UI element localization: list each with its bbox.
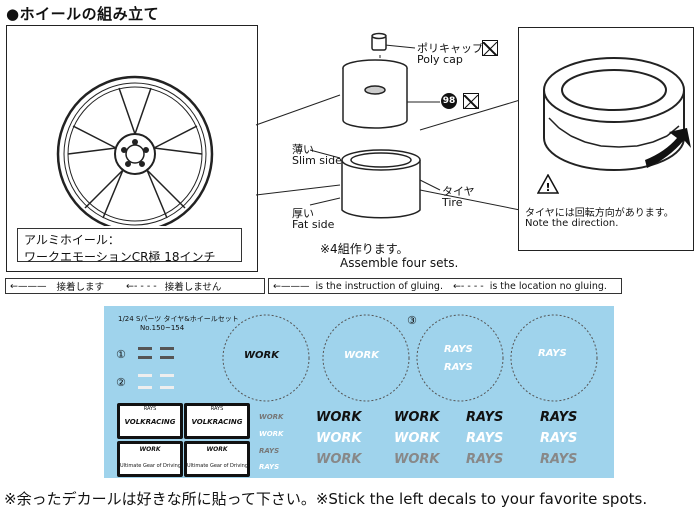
legend-noglue-jp: 接着しません (164, 282, 222, 293)
connector-lines (255, 44, 521, 211)
legend-jp: ←——— 接着します ←- - - - 接着しません (5, 278, 265, 294)
big-work-6: WORK (394, 452, 440, 467)
wheel-caption-line2: ワークエモーションCR極 18インチ (24, 250, 216, 264)
fat-side-label-jp: 厚い (292, 207, 314, 220)
small-decals (138, 347, 174, 389)
legend-glue-jp: 接着します (56, 282, 104, 293)
slim-side-label-en: Slim side (292, 154, 342, 167)
legend-noglue-en: is the location no gluing. (489, 280, 607, 292)
footer-note: ※余ったデカールは好きな所に貼って下さい。※Stick the left dec… (4, 490, 648, 508)
big-rays-6: RAYS (540, 452, 578, 467)
warning-icon: ! (537, 174, 559, 194)
svg-text:!: ! (545, 181, 550, 194)
small-rays-2: RAYS (259, 463, 280, 471)
big-rays-5: RAYS (466, 452, 504, 467)
slim-side-label-jp: 薄い (292, 143, 314, 156)
circle-1-work: WORK (244, 350, 279, 361)
decal-marker-1: ① (116, 348, 126, 361)
part-number: 98 (442, 96, 456, 106)
small-work-2: WORK (259, 430, 284, 438)
noglue-arrow-icon-en: ←- - - - (452, 280, 484, 292)
decal-frame-4: WORK Ultimate Gear of Driving (184, 441, 250, 477)
legend-glue-en: is the instruction of gluing. (315, 280, 443, 292)
circle-2-work: WORK (344, 350, 379, 361)
part-number-badge: 98 (441, 93, 457, 109)
wheel-illustration (56, 75, 214, 226)
small-rays-1: RAYS (259, 447, 280, 455)
tire-label-jp: タイヤ (442, 185, 475, 198)
big-work-4: WORK (394, 431, 440, 446)
small-work-1: WORK (259, 413, 284, 421)
decal-marker-2: ② (116, 376, 126, 389)
big-work-3: WORK (316, 431, 362, 446)
glue-arrow-icon-en: ←——— (273, 280, 310, 292)
frame2-mid-text: VOLKRACING (191, 418, 243, 426)
big-rays-3: RAYS (466, 431, 504, 446)
assembly-illustration (341, 32, 421, 219)
no-glue-icon-1 (482, 40, 498, 57)
decal-frame-3: WORK Ultimate Gear of Driving (117, 441, 183, 477)
direction-note-en: Note the direction. (525, 218, 619, 229)
big-work-1: WORK (316, 410, 362, 425)
tire-label-en: Tire (442, 196, 463, 209)
assemble-note-jp: ※4組作ります。 (320, 242, 409, 256)
big-rays-2: RAYS (540, 410, 578, 425)
assemble-note-en: Assemble four sets. (340, 256, 459, 270)
frame2-top-text: RAYS (210, 406, 224, 412)
fat-side-label-en: Fat side (292, 218, 335, 231)
wheel-panel: アルミホイール： ワークエモーションCR極 18インチ (6, 25, 258, 272)
poly-cap-label-jp: ポリキャップ (417, 42, 483, 55)
frame3-mid-text: WORK (139, 446, 161, 453)
frame1-mid-text: VOLKRACING (124, 418, 176, 426)
frame4-mid-text: WORK (206, 446, 228, 453)
poly-cap-label-en: Poly cap (417, 53, 463, 66)
decal-frame-2: RAYS VOLKRACING (184, 403, 250, 439)
page-title: ●ホイールの組み立て (6, 5, 160, 23)
decal-header-line2: No.150~154 (140, 324, 185, 332)
legend-en: ←——— is the instruction of gluing. ←- - … (268, 278, 622, 294)
direction-note-jp: タイヤには回転方向があります。 (525, 208, 674, 219)
circle-3-rays-a: RAYS (444, 344, 473, 355)
big-work-5: WORK (316, 452, 362, 467)
circle-4-rays: RAYS (538, 348, 567, 359)
wheel-caption-line1: アルミホイール： (24, 233, 120, 247)
big-rays-4: RAYS (540, 431, 578, 446)
frame1-top-text: RAYS (143, 406, 157, 412)
no-glue-icon-2 (463, 93, 479, 110)
decal-frame-1: RAYS VOLKRACING (117, 403, 183, 439)
frame3-bottom-text: Ultimate Gear of Driving (120, 463, 182, 469)
decal-marker-3: ③ (407, 314, 417, 327)
glue-arrow-icon: ←——— (10, 280, 47, 292)
big-rays-1: RAYS (466, 410, 504, 425)
decal-header-line1: 1/24 Sパーツ タイヤ&ホイールセット (118, 315, 239, 323)
noglue-arrow-icon: ←- - - - (125, 280, 157, 292)
tire-illustration (543, 57, 691, 171)
circle-3-rays-b: RAYS (444, 362, 473, 373)
decal-sheet: 1/24 Sパーツ タイヤ&ホイールセット No.150~154 ① ② ③ W… (104, 306, 614, 478)
tire-direction-panel: ! タイヤには回転方向があります。 Note the direction. (518, 27, 694, 251)
decal-circles (222, 314, 598, 402)
wheel-caption-box: アルミホイール： ワークエモーションCR極 18インチ (17, 228, 242, 264)
frame4-bottom-text: Ultimate Gear of Driving (187, 463, 249, 469)
big-work-2: WORK (394, 410, 440, 425)
